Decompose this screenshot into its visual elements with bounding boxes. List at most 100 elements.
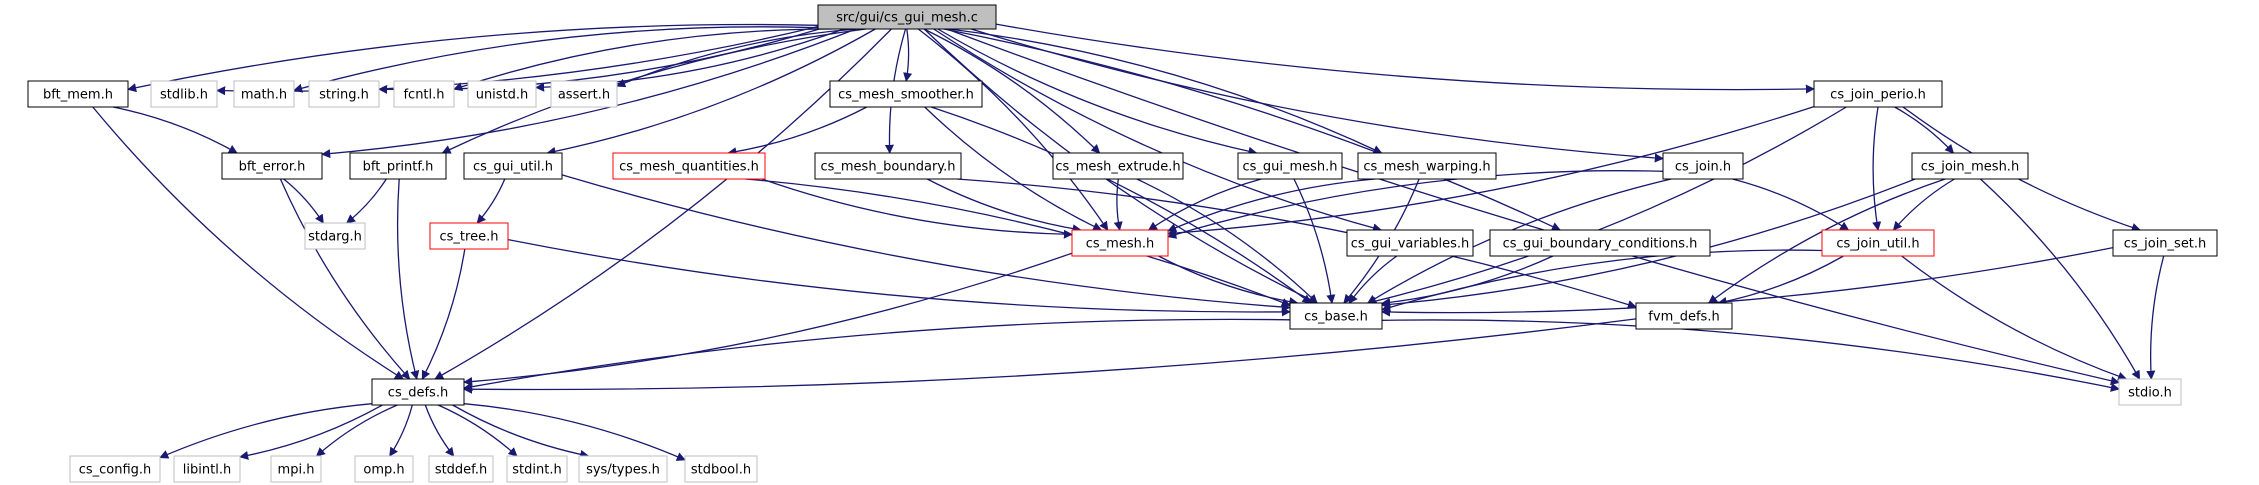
edge-cs_join_perio-to-cs_join_mesh <box>1894 106 1955 154</box>
node-box <box>1237 152 1343 180</box>
node-label: bft_printf.h <box>363 160 434 175</box>
edge-cs_defs-to-stdint <box>437 404 518 457</box>
node-box <box>27 80 129 108</box>
node-box <box>1662 152 1744 180</box>
node-box <box>233 80 295 108</box>
node-label: cs_join_perio.h <box>1830 88 1926 103</box>
node-box <box>550 80 618 108</box>
node-cs-join[interactable]: cs_join.h <box>1662 152 1744 180</box>
node-stdio: stdio.h <box>2118 378 2182 406</box>
node-box <box>1635 302 1733 330</box>
node-omp: omp.h <box>354 455 414 483</box>
node-cs-join-mesh[interactable]: cs_join_mesh.h <box>1911 152 2029 180</box>
edge-cs_join-to-cs_mesh <box>1167 170 1664 239</box>
node-cs-mesh-boundary[interactable]: cs_mesh_boundary.h <box>814 152 962 180</box>
edge-bft_mem-to-bft_error <box>112 106 238 154</box>
node-cs-join-set[interactable]: cs_join_set.h <box>2112 229 2218 257</box>
node-cs-gui-mesh[interactable]: cs_gui_mesh.h <box>1237 152 1343 180</box>
node-label: cs_mesh_extrude.h <box>1055 160 1180 175</box>
node-cs-gui-util[interactable]: cs_gui_util.h <box>463 152 563 180</box>
node-cs-mesh-quantities[interactable]: cs_mesh_quantities.h <box>612 152 766 180</box>
node-label: fvm_defs.h <box>1648 310 1719 325</box>
edge-cs_join_perio-to-cs_join_util <box>1872 106 1882 231</box>
node-label: stdlib.h <box>160 88 208 103</box>
node-box <box>1821 229 1935 257</box>
edge-cs_mesh_quantities-to-cs_base <box>745 178 1291 307</box>
edge-root-to-bft_mem <box>127 23 819 93</box>
node-fvm-defs[interactable]: fvm_defs.h <box>1635 302 1733 330</box>
edge-root-to-cs_base <box>923 28 1319 304</box>
edge-fvm_defs-to-cs_defs <box>463 318 1637 394</box>
node-box <box>349 152 447 180</box>
node-cs-mesh-warping[interactable]: cs_mesh_warping.h <box>1357 152 1497 180</box>
node-cs-gui-variables[interactable]: cs_gui_variables.h <box>1346 229 1474 257</box>
node-box <box>150 80 218 108</box>
edge-cs_defs-to-cs_config <box>159 403 373 459</box>
node-cs-mesh[interactable]: cs_mesh.h <box>1071 229 1169 257</box>
edge-cs_mesh_boundary-to-cs_mesh <box>926 178 1082 234</box>
node-box <box>308 80 380 108</box>
node-box <box>1911 152 2029 180</box>
node-label: cs_mesh_boundary.h <box>820 160 955 175</box>
node-mpi: mpi.h <box>270 455 322 483</box>
node-cs-tree[interactable]: cs_tree.h <box>429 222 509 250</box>
node-label: bft_mem.h <box>43 88 113 103</box>
node-cs-join-util[interactable]: cs_join_util.h <box>1821 229 1935 257</box>
node-stdarg: stdarg.h <box>304 222 366 250</box>
node-bft-error[interactable]: bft_error.h <box>221 152 323 180</box>
node-label: cs_config.h <box>79 463 152 478</box>
edge-cs_gui_variables-to-cs_base <box>1348 255 1398 304</box>
node-label: unistd.h <box>476 88 529 103</box>
node-label: stdarg.h <box>308 230 362 245</box>
node-box <box>304 222 366 250</box>
node-box <box>371 378 465 406</box>
edge-cs_defs-to-sys_types <box>452 404 590 459</box>
node-bft-printf[interactable]: bft_printf.h <box>349 152 447 180</box>
node-label: fcntl.h <box>403 88 444 103</box>
edge-cs_gui_util-to-cs_base <box>561 174 1291 312</box>
node-cs-gui-boundary-conditions[interactable]: cs_gui_boundary_conditions.h <box>1489 229 1711 257</box>
edge-cs_mesh_warping-to-cs_mesh <box>1167 178 1376 232</box>
edge-root-to-cs_mesh_smoother <box>903 28 913 82</box>
node-box <box>467 80 537 108</box>
edge-cs_join_util-to-cs_base <box>1381 249 1823 312</box>
edge-bft_error-to-stdarg <box>283 178 324 224</box>
edge-cs_defs-to-stdbool <box>463 403 686 461</box>
node-label: cs_join_set.h <box>2124 237 2207 252</box>
node-box <box>814 152 962 180</box>
edge-cs_join_set-to-stdio <box>2146 255 2165 380</box>
node-box <box>612 152 766 180</box>
edge-cs_base-to-cs_defs <box>463 318 1291 392</box>
node-box <box>506 455 568 483</box>
edge-cs_mesh_smoother-to-cs_base <box>930 106 1312 304</box>
node-box <box>1357 152 1497 180</box>
node-box <box>1346 229 1474 257</box>
node-label: cs_join_util.h <box>1836 237 1919 252</box>
node-assert: assert.h <box>550 80 618 108</box>
node-box <box>2112 229 2218 257</box>
edge-root-to-cs_join_perio <box>995 23 1815 94</box>
node-box <box>578 455 668 483</box>
node-cs-mesh-extrude[interactable]: cs_mesh_extrude.h <box>1052 152 1184 180</box>
edge-root-to-cs_mesh_extrude <box>923 28 1101 154</box>
node-cs-join-perio[interactable]: cs_join_perio.h <box>1813 80 1943 108</box>
node-cs-base[interactable]: cs_base.h <box>1289 302 1383 330</box>
edge-cs_join_perio-to-cs_mesh <box>1167 105 1815 238</box>
node-label: cs_mesh.h <box>1086 237 1154 252</box>
node-box <box>1071 229 1169 257</box>
edge-cs_mesh_extrude-to-cs_mesh <box>1113 178 1123 231</box>
node-cs-defs[interactable]: cs_defs.h <box>371 378 465 406</box>
edge-root-to-cs_gui_boundary_conditions <box>943 28 1561 231</box>
node-bft-mem[interactable]: bft_mem.h <box>27 80 129 108</box>
edge-root-to-fcntl <box>453 28 832 91</box>
node-box <box>173 455 241 483</box>
node-label: cs_gui_util.h <box>473 160 553 175</box>
node-cs-mesh-smoother[interactable]: cs_mesh_smoother.h <box>829 80 983 108</box>
node-label: cs_join.h <box>1675 160 1731 175</box>
node-root[interactable]: src/gui/cs_gui_mesh.c <box>817 4 997 30</box>
edge-root-to-cs_gui_mesh <box>937 28 1258 156</box>
node-box <box>354 455 414 483</box>
edge-root-to-string <box>378 28 820 94</box>
edge-cs_join-to-cs_base <box>1367 178 1672 304</box>
